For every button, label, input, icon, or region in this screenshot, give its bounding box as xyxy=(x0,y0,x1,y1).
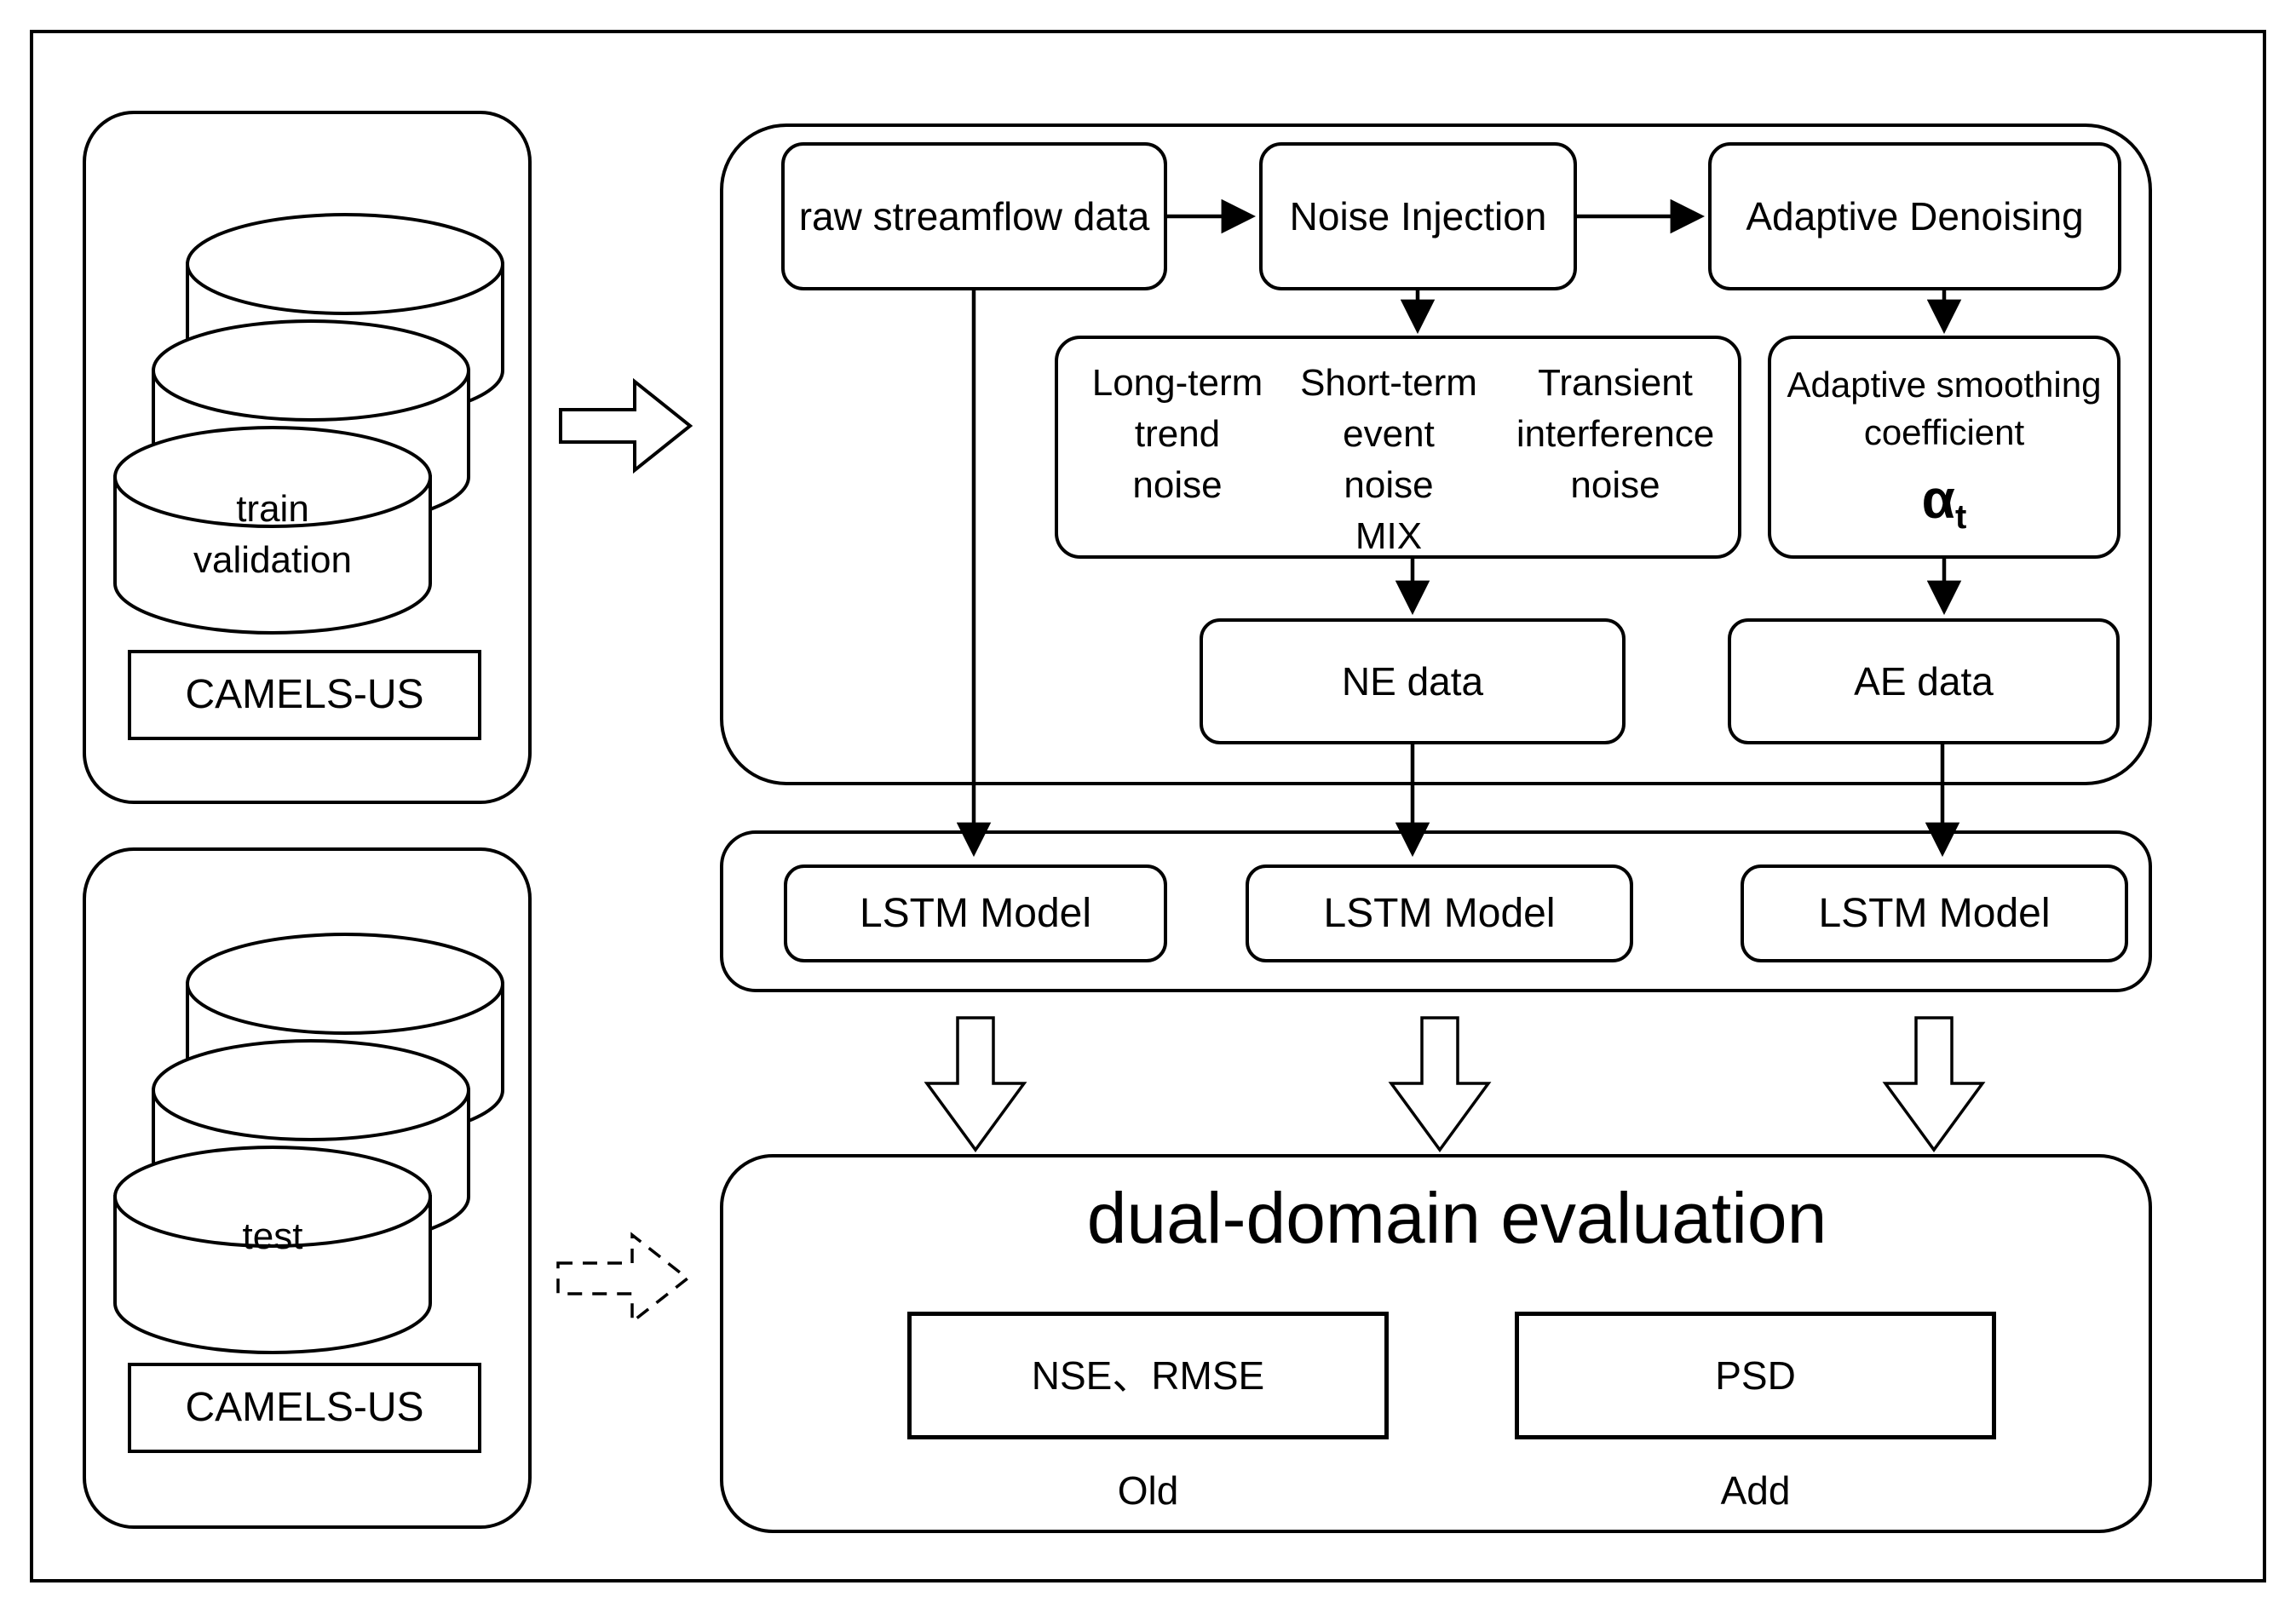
noise-col-long-term: Long-term trend noise xyxy=(1071,358,1284,511)
noise-col-transient: Transient interference noise xyxy=(1509,358,1722,511)
noise-components-box: Long-term trend noise Short-term event n… xyxy=(1055,336,1741,559)
noise-line: trend xyxy=(1134,413,1221,455)
evaluation-title: dual-domain evaluation xyxy=(1086,1177,1827,1258)
psd-box: PSD xyxy=(1515,1312,1996,1439)
lstm-model-box-ne: LSTM Model xyxy=(1246,864,1633,962)
validation-cylinder-label: validation xyxy=(193,539,352,581)
test-cylinder-label: test xyxy=(242,1215,303,1257)
noise-line: Short-term xyxy=(1300,362,1477,404)
noise-line: Transient xyxy=(1538,362,1693,404)
lstm-model-box-ae: LSTM Model xyxy=(1741,864,2128,962)
lstm-row-container xyxy=(720,830,2152,992)
nse-rmse-box: NSE、RMSE xyxy=(907,1312,1389,1439)
lstm-model-box-raw: LSTM Model xyxy=(784,864,1167,962)
noise-line: noise xyxy=(1344,464,1434,506)
smoothing-line1: Adaptive smoothing xyxy=(1787,365,2102,405)
raw-streamflow-box: raw streamflow data xyxy=(781,142,1167,290)
alpha-symbol: αt xyxy=(1921,468,1967,536)
smoothing-line2: coefficient xyxy=(1863,412,2025,452)
smoothing-coefficient-box: Adaptive smoothing coefficient αt xyxy=(1768,336,2120,559)
test-data-panel xyxy=(83,847,532,1529)
train-data-panel xyxy=(83,111,532,804)
evaluation-container xyxy=(720,1154,2152,1533)
ne-data-box: NE data xyxy=(1200,618,1626,744)
ae-data-box: AE data xyxy=(1728,618,2120,744)
augmentation-container xyxy=(720,123,2152,785)
noise-line: interference xyxy=(1516,413,1715,455)
noise-line: event xyxy=(1343,413,1435,455)
mix-label: MIX xyxy=(1355,515,1423,557)
noise-col-short-term: Short-term event noise xyxy=(1282,358,1495,511)
adaptive-denoising-box: Adaptive Denoising xyxy=(1708,142,2121,290)
old-tag: Old xyxy=(1117,1468,1179,1513)
camels-us-train-box: CAMELS-US xyxy=(128,650,481,740)
outer-frame xyxy=(30,30,2266,1582)
noise-injection-box: Noise Injection xyxy=(1259,142,1577,290)
noise-line: noise xyxy=(1132,464,1223,506)
noise-line: noise xyxy=(1570,464,1660,506)
camels-us-test-box: CAMELS-US xyxy=(128,1363,481,1453)
add-tag: Add xyxy=(1720,1468,1791,1513)
noise-line: Long-term xyxy=(1091,362,1263,404)
train-cylinder-label: train xyxy=(236,488,309,530)
